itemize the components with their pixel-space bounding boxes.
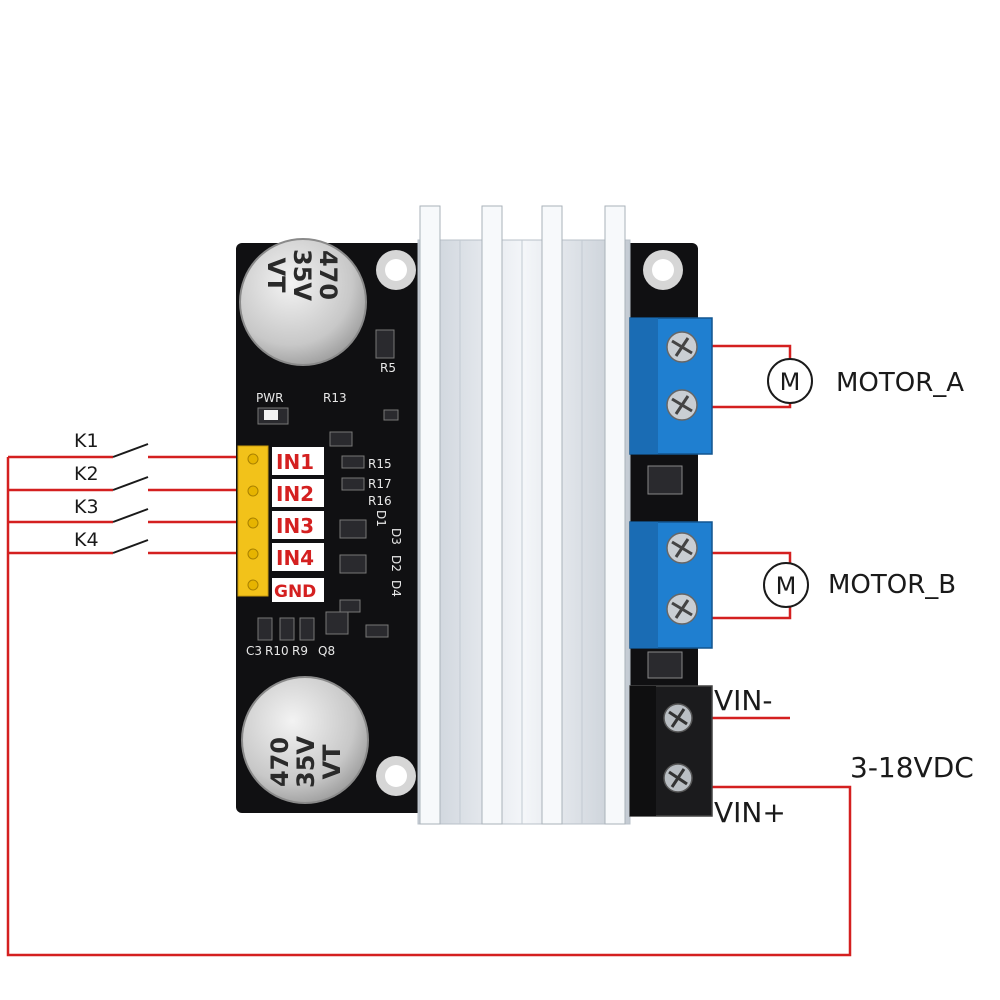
heatsink [417,205,631,825]
mounting-hole-top-right [643,250,683,290]
capacitor-bottom-series: VT [318,744,346,780]
wires [6,344,852,957]
smd-right [647,465,683,679]
smd-components [257,329,399,641]
silk-q8: Q8 [318,644,335,658]
silkscreen: PWR R13 R5 R15 R17 R16 D1 D3 D2 D4 C3 R1… [246,361,403,658]
terminal-motor-a [629,317,713,455]
silk-c3: C3 [246,644,262,658]
motor-b-symbol-circle [763,562,809,608]
mounting-hole-bottom-left [376,756,416,796]
wire-motor-b-top [712,551,792,563]
capacitor-bottom: 470 35V VT [241,676,369,804]
pin-in2: IN2 [276,482,314,506]
pin-header: IN1 IN2 IN3 IN4 GND [237,445,324,602]
motor-b: M MOTOR_B [763,562,956,608]
switch-k3-label: K3 [74,496,99,518]
pin-label-boxes [272,447,324,602]
pin-in4: IN4 [276,546,314,570]
switch-k2: K2 [74,463,149,491]
screw-motor-b-bottom [666,593,698,625]
silk-r10: R10 [265,644,289,658]
capacitor-top: 470 35V VT [239,238,367,366]
silk-d1: D1 [374,510,388,527]
screw-vin-plus [663,763,693,793]
wire-motor-a-bottom [712,400,792,409]
motor-b-symbol: M [776,572,797,600]
switch-k4: K4 [74,529,149,554]
terminal-power [629,685,713,817]
screw-vin-minus [663,703,693,733]
vin-plus-label: VIN+ [714,796,786,829]
silk-r13: R13 [323,391,347,405]
wire-motor-b-bottom [712,607,792,620]
switch-k3: K3 [74,496,149,523]
screw-motor-a-bottom [666,389,698,421]
vin-minus-label: VIN- [714,684,772,717]
switch-k2-label: K2 [74,463,99,485]
screw-motor-a-top [666,331,698,363]
motor-b-label: MOTOR_B [828,570,956,600]
driver-board: 470 35V VT 470 35V VT [236,205,713,825]
pin-in3: IN3 [276,514,314,538]
silk-r5: R5 [380,361,396,375]
silk-d4: D4 [389,580,403,597]
motor-a-symbol: M [780,368,801,396]
silk-pwr: PWR [256,391,283,405]
terminal-motor-b [629,521,713,649]
screw-motor-b-top [666,532,698,564]
capacitor-bottom-value: 470 [266,737,294,787]
motor-a: M MOTOR_A [767,358,964,404]
silk-r16: R16 [368,494,392,508]
silk-r15: R15 [368,457,392,471]
capacitor-top-series: VT [262,258,290,294]
wire-motor-a-top [712,344,792,360]
wire-bus-left [6,457,852,957]
capacitor-top-voltage: 35V [288,249,316,301]
motor-a-symbol-circle [767,358,813,404]
pwr-led [264,410,278,420]
capacitor-top-value: 470 [314,250,342,300]
silk-r17: R17 [368,477,392,491]
voltage-range-label: 3-18VDC [850,751,974,784]
switch-k4-label: K4 [74,529,99,551]
silk-r9: R9 [292,644,308,658]
capacitor-bottom-voltage: 35V [292,736,320,788]
mounting-hole-top-left [376,250,416,290]
switch-k1: K1 [74,430,149,458]
silk-d3: D3 [389,528,403,545]
pin-in1: IN1 [276,450,314,474]
switch-k1-label: K1 [74,430,99,452]
silk-d2: D2 [389,555,403,572]
motor-a-label: MOTOR_A [836,368,964,398]
pin-gnd: GND [274,582,316,602]
